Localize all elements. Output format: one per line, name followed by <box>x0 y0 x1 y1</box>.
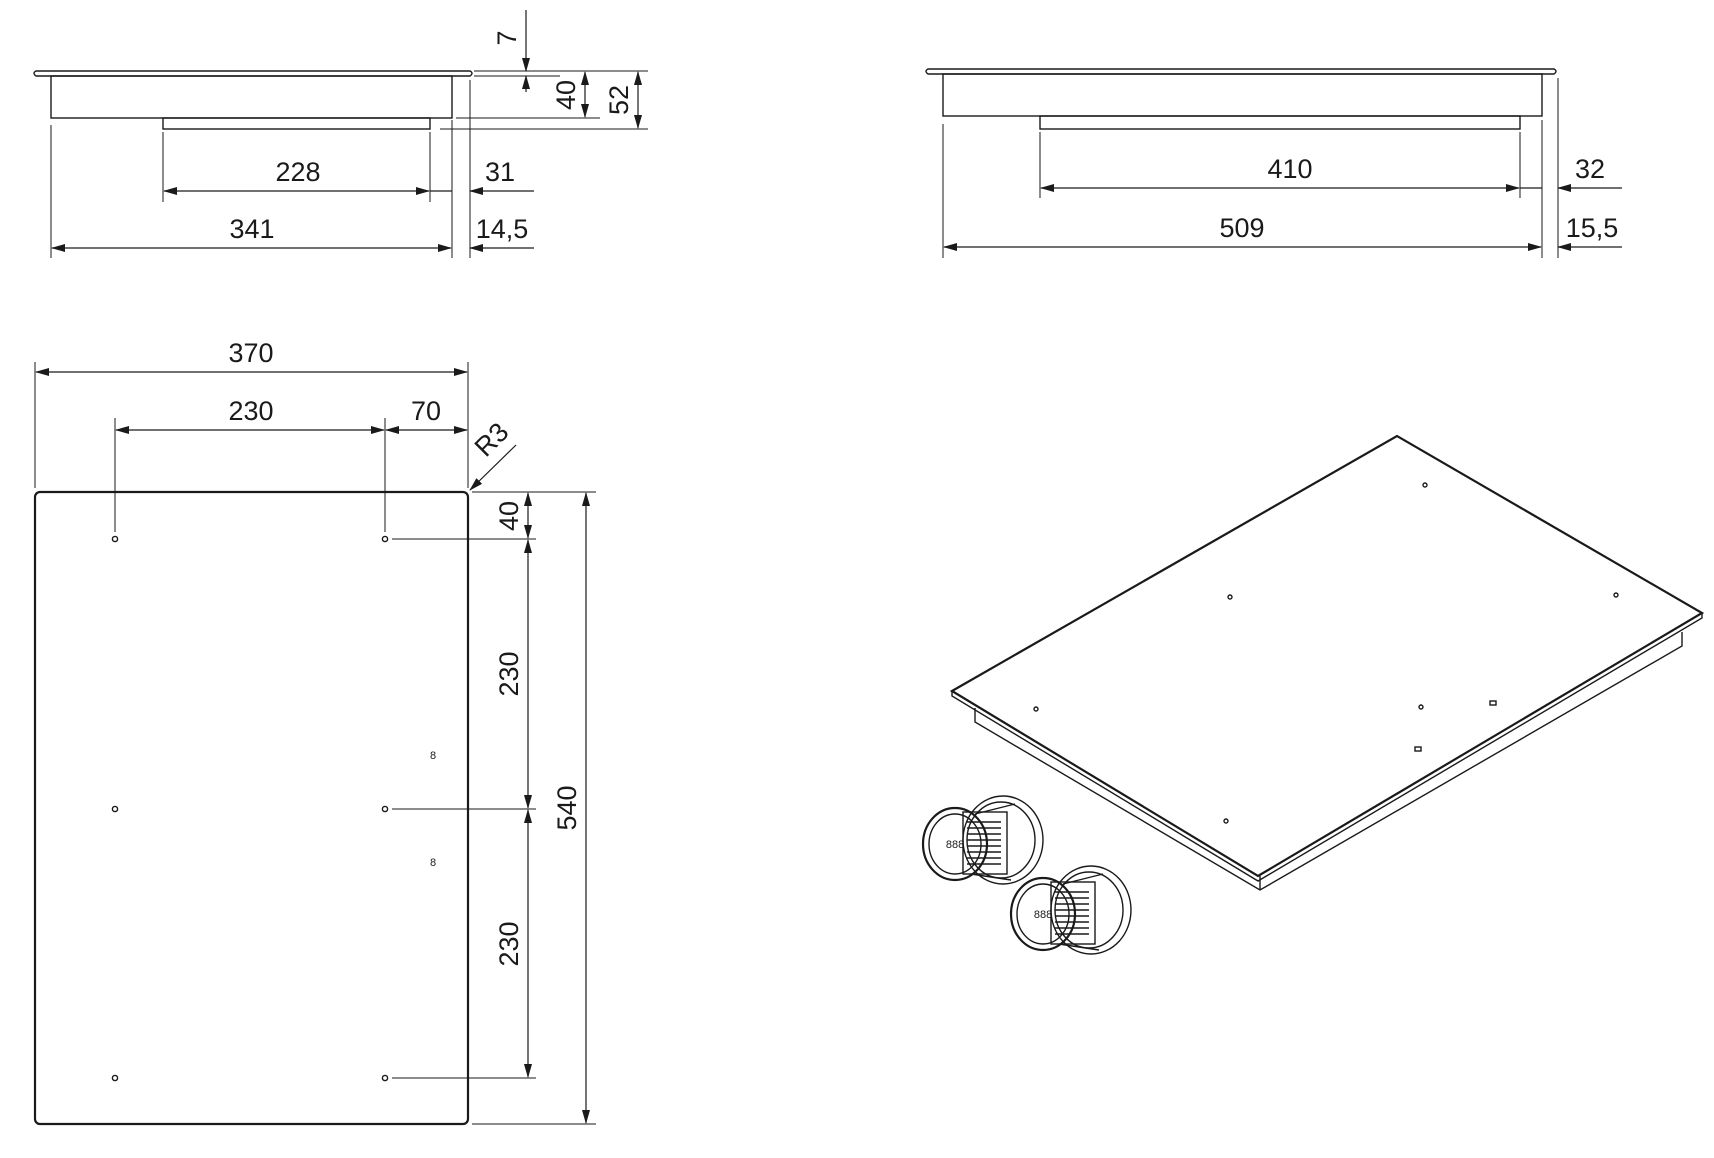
dim-hole-spacing-y2: 230 <box>494 921 524 966</box>
dim-bottom-box-width: 228 <box>275 157 320 187</box>
mount-hole <box>381 535 389 543</box>
dim-edge-gap: 31 <box>485 157 515 187</box>
dim-hole-edge-y: 40 <box>494 501 524 531</box>
knob-mark-2: 8 <box>430 857 436 869</box>
dim-hole-spacing-y1: 230 <box>494 651 524 696</box>
side-view-large: 410 32 509 15,5 <box>925 68 1622 258</box>
knob-1-display: 888 <box>946 839 964 851</box>
control-knob-2: 888 <box>1009 865 1132 955</box>
dim-total-width: 370 <box>228 338 273 368</box>
dim-large-body-width: 509 <box>1219 213 1264 243</box>
mount-hole <box>1613 592 1619 598</box>
control-knob-1: 888 <box>921 795 1044 885</box>
dim-large-overhang: 15,5 <box>1566 213 1619 243</box>
dim-hole-spacing-x: 230 <box>228 396 273 426</box>
mount-hole <box>381 805 389 813</box>
dim-top-offset: 7 <box>492 30 522 45</box>
dim-glass-to-body: 40 <box>551 80 581 110</box>
dim-total-depth: 540 <box>552 785 582 830</box>
mount-hole <box>1223 818 1229 824</box>
dim-total-height: 52 <box>604 85 634 115</box>
dim-body-width: 341 <box>229 214 274 244</box>
mount-hole <box>1422 482 1428 488</box>
dim-large-edge-gap: 32 <box>1575 154 1605 184</box>
dim-large-bottom-box-width: 410 <box>1267 154 1312 184</box>
mount-hole <box>381 1074 389 1082</box>
mount-hole <box>1033 706 1039 712</box>
mount-hole <box>1227 594 1233 600</box>
isometric-hob <box>949 434 1705 891</box>
mount-hole <box>1418 704 1424 710</box>
dim-corner-radius: R3 <box>469 417 515 463</box>
mount-hole <box>111 805 119 813</box>
mount-hole <box>111 535 119 543</box>
dim-hole-edge-x: 70 <box>411 396 441 426</box>
knob-2-display: 888 <box>1034 909 1052 921</box>
mount-hole <box>111 1074 119 1082</box>
side-view-small: 7 40 52 228 31 341 14,5 <box>33 10 648 258</box>
dim-overhang: 14,5 <box>476 214 529 244</box>
top-view: 8 8 370 230 70 R3 40 230 230 <box>33 338 596 1126</box>
knob-mark-1: 8 <box>430 750 436 762</box>
